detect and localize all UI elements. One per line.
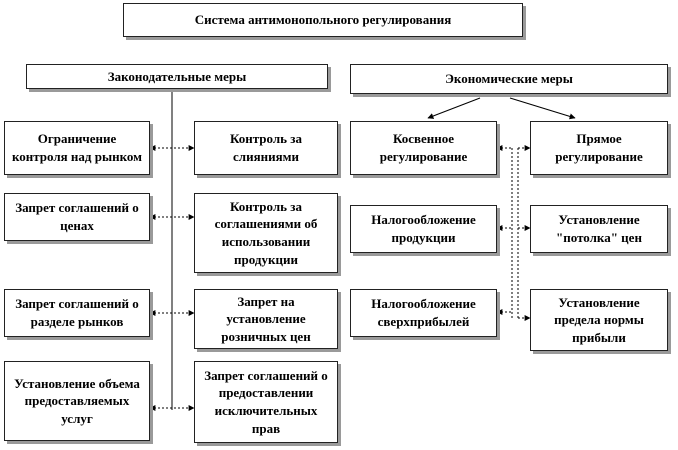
legislative-left-4-text: Установление объема предоставляемых услу…	[14, 375, 140, 426]
legislative-left-1-text: Ограничение контроля над рынком	[11, 131, 143, 164]
economic-right-2: Установление "потолка" цен	[530, 205, 668, 253]
arrow-to-indirect	[427, 97, 481, 119]
legislative-left-3-text: Запрет соглашений о разделе рынков	[15, 296, 139, 329]
legislative-right-4: Запрет соглашений о предоставлении исклю…	[194, 361, 338, 443]
legislative-right-3: Запрет на установление розничных цен	[194, 289, 338, 349]
economic-right-3-text: Установление предела нормы прибыли	[554, 294, 644, 345]
economic-left-3-text: Налогообложение сверхприбылей	[371, 296, 476, 329]
legislative-right-1-text: Контроль за слияниями	[229, 131, 302, 164]
arrow-to-direct	[509, 97, 576, 120]
legislative-right-2: Контроль за соглашениями об использовани…	[194, 193, 338, 273]
legislative-right-2-text: Контроль за соглашениями об использовани…	[214, 198, 318, 267]
diagram-title: Система антимонопольного регулирования	[123, 3, 523, 37]
legislative-left-4: Установление объема предоставляемых услу…	[4, 361, 150, 441]
legislative-left-1: Ограничение контроля над рынком	[4, 121, 150, 175]
legislative-right-3-text: Запрет на установление розничных цен	[221, 293, 311, 344]
economic-left-3: Налогообложение сверхприбылей	[350, 289, 497, 337]
economic-right-2-text: Установление "потолка" цен	[556, 212, 642, 245]
economic-left-1-text: Косвенное регулирование	[379, 131, 468, 164]
economic-left-2-text: Налогообложение продукции	[371, 212, 476, 245]
legislative-left-3: Запрет соглашений о разделе рынков	[4, 289, 150, 337]
diagram-title-text: Система антимонопольного регулирования	[194, 12, 452, 28]
legislative-right-1: Контроль за слияниями	[194, 121, 338, 175]
economic-right-1-text: Прямое регулирование	[555, 131, 643, 164]
legislative-header-text: Законодательные меры	[107, 68, 247, 84]
legislative-header: Законодательные меры	[26, 64, 328, 89]
economic-left-2: Налогообложение продукции	[350, 205, 497, 253]
economic-right-1: Прямое регулирование	[530, 121, 668, 175]
economic-right-3: Установление предела нормы прибыли	[530, 289, 668, 351]
economic-left-1: Косвенное регулирование	[350, 121, 497, 175]
economic-header-text: Экономические меры	[445, 71, 573, 87]
legislative-right-4-text: Запрет соглашений о предоставлении исклю…	[204, 367, 328, 436]
legislative-left-2: Запрет соглашений о ценах	[4, 193, 150, 241]
legislative-left-2-text: Запрет соглашений о ценах	[15, 200, 139, 233]
economic-header: Экономические меры	[350, 64, 668, 94]
